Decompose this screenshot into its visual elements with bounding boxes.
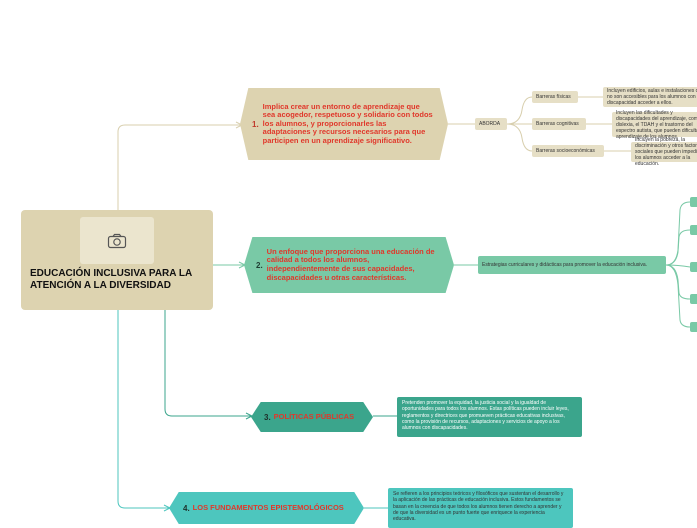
branch-4-number: 4. [183,503,190,513]
branch-4-text: LOS FUNDAMENTOS EPISTEMOLÓGICOS [192,502,344,512]
root-image-placeholder[interactable] [80,217,154,264]
strategy-subnode-1[interactable] [690,197,697,207]
strategy-subnode-4[interactable] [690,294,697,304]
branch-1-text: Implica crear un entorno de aprendizaje … [262,101,433,145]
foundations-detail[interactable]: Se refieren a los principios teóricos y … [388,488,573,528]
branch-2-text: Un enfoque que proporciona una educación… [266,246,435,282]
branch-1-node[interactable]: 1. Implica crear un entorno de aprendiza… [240,88,448,160]
branch-3-text: POLÍTICAS PÚBLICAS [273,411,355,421]
strategy-subnode-5[interactable] [690,322,697,332]
barrier-cognitive[interactable]: Barreras cognitivas [532,118,586,130]
strategies-node[interactable]: Estrategias curriculares y didácticas pa… [478,256,666,274]
camera-icon [107,233,127,248]
aborda-label[interactable]: ABORDA [475,118,507,130]
root-title: EDUCACIÓN INCLUSIVA PARA LA ATENCIÓN A L… [30,268,192,291]
barrier-socioeconomic[interactable]: Barreras socioeconómicas [532,145,604,157]
branch-3-node[interactable]: 3. POLÍTICAS PÚBLICAS [251,402,373,432]
barrier-physical-detail[interactable]: Incluyen edificios, aulas e instalacione… [603,87,697,107]
policies-detail[interactable]: Pretenden promover la equidad, la justic… [397,397,582,437]
strategy-subnode-3[interactable] [690,262,697,272]
barrier-socioeconomic-detail[interactable]: Incluyen la pobreza, la discriminación y… [631,137,697,167]
strategy-subnode-2[interactable] [690,225,697,235]
barrier-cognitive-detail[interactable]: Incluyen las dificultades y discapacidad… [612,110,697,140]
branch-1-number: 1. [252,119,259,129]
branch-2-number: 2. [256,260,263,270]
branch-4-node[interactable]: 4. LOS FUNDAMENTOS EPISTEMOLÓGICOS [169,492,364,524]
barrier-physical[interactable]: Barreras físicas [532,91,578,103]
branch-3-number: 3. [264,412,271,422]
branch-2-node[interactable]: 2. Un enfoque que proporciona una educac… [244,237,454,293]
